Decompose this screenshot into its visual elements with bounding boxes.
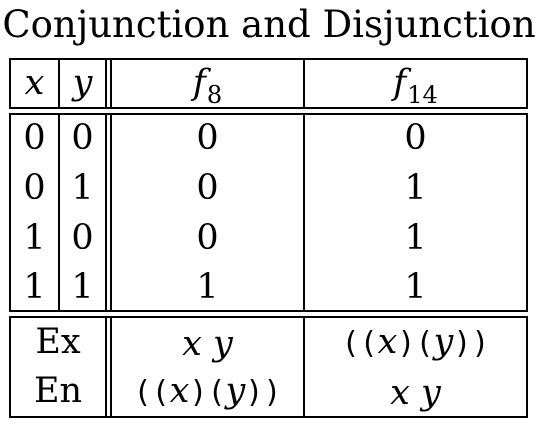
table-row-4-y: 1 xyxy=(71,267,94,307)
header-x: x xyxy=(11,58,58,108)
footer-en-f8-x: x xyxy=(169,371,190,411)
header-x-label: x xyxy=(24,63,45,103)
header-f8-subscript: 8 xyxy=(206,81,223,109)
header-y: y xyxy=(60,58,105,108)
table-row-3-x: 1 xyxy=(23,218,46,258)
table-row-3-f14: 1 xyxy=(404,218,427,258)
header-double-divider-right xyxy=(110,58,112,109)
header-f14: f14 xyxy=(305,58,526,111)
body-double-divider-right xyxy=(110,113,112,312)
table-row-2-f8: 0 xyxy=(196,168,219,208)
footer-ex-f8-y: y xyxy=(213,324,233,364)
footer-en-f14-x: x xyxy=(390,373,410,413)
table-title: Conjunction and Disjunction xyxy=(2,3,536,46)
footer-en-f14: x y xyxy=(305,368,526,418)
footer-en-f8-mid: )( xyxy=(189,375,226,410)
body-divider-f8-f14 xyxy=(303,113,305,312)
header-f14-subscript: 14 xyxy=(407,81,438,109)
table-row-1-f8: 0 xyxy=(196,118,219,158)
header-divider-f8-f14 xyxy=(303,58,305,109)
table-row-1-y: 0 xyxy=(71,118,94,158)
table-row-3-y: 0 xyxy=(71,218,94,258)
body-double-divider-left xyxy=(105,113,107,312)
footer-double-divider-right xyxy=(110,316,112,418)
footer-ex-label: Ex xyxy=(35,322,81,362)
header-double-divider-left xyxy=(105,58,107,109)
header-box xyxy=(9,58,528,109)
table-row-2-y: 1 xyxy=(71,168,94,208)
body-divider-x-y xyxy=(58,113,60,312)
footer-box xyxy=(9,316,528,418)
footer-en-f8: ((x)(y)) xyxy=(112,366,303,418)
footer-ex-f14-mid: )( xyxy=(397,326,434,361)
table-row-1-x: 0 xyxy=(23,118,46,158)
footer-ex-f8-x: x xyxy=(182,324,202,364)
footer-en-f8-close: )) xyxy=(245,375,282,410)
footer-ex-f14-open: (( xyxy=(341,326,378,361)
header-divider-x-y xyxy=(58,58,60,109)
footer-ex-f14: ((x)(y)) xyxy=(305,317,526,369)
header-f8-base: f xyxy=(192,63,206,103)
table-row-4-x: 1 xyxy=(23,267,46,307)
footer-en-label: En xyxy=(33,371,83,411)
table-row-1-f14: 0 xyxy=(404,118,427,158)
footer-en-f14-y: y xyxy=(421,373,441,413)
table-row-2-f14: 1 xyxy=(404,168,427,208)
footer-ex-f14-x: x xyxy=(377,322,398,362)
footer-divider-f8-f14 xyxy=(303,316,305,418)
header-f14-base: f xyxy=(393,63,407,103)
footer-en-f8-y: y xyxy=(225,371,246,411)
header-y-label: y xyxy=(72,63,93,103)
footer-double-divider-left xyxy=(105,316,107,418)
table-row-3-f8: 0 xyxy=(196,218,219,258)
table-row-2-x: 0 xyxy=(23,168,46,208)
body-box xyxy=(9,113,528,312)
header-f8: f8 xyxy=(112,58,303,111)
footer-en-f8-open: (( xyxy=(133,375,170,410)
footer-ex-f14-y: y xyxy=(433,322,454,362)
table-row-4-f8: 1 xyxy=(196,267,219,307)
footer-ex-f8: x y xyxy=(112,319,303,369)
table-row-4-f14: 1 xyxy=(404,267,427,307)
footer-ex-f14-close: )) xyxy=(453,326,490,361)
